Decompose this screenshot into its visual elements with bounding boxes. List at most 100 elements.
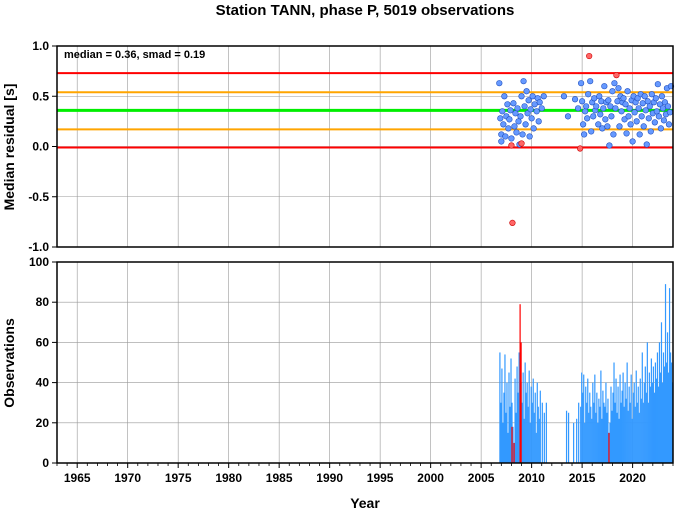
data-point [595, 121, 602, 128]
observation-bar [605, 382, 607, 463]
data-point [646, 103, 653, 110]
observation-bar [595, 412, 597, 463]
observation-bar [592, 382, 594, 463]
observation-bar [593, 402, 595, 463]
x-tick-label: 1985 [266, 471, 293, 485]
observation-bar [510, 358, 512, 463]
observation-bar [625, 398, 627, 463]
data-point [620, 95, 627, 102]
x-tick-label: 2010 [518, 471, 545, 485]
data-point [580, 121, 587, 128]
observation-bar [526, 382, 528, 463]
observation-bar [606, 412, 608, 463]
observation-bar [530, 386, 532, 463]
y-tick-label: 20 [36, 416, 50, 430]
observation-bar [600, 370, 602, 463]
observation-bar [617, 386, 619, 463]
observation-bar [587, 378, 589, 463]
data-point [578, 80, 585, 87]
x-tick-label: 1965 [64, 471, 91, 485]
observation-bar [531, 402, 533, 463]
observation-bar [618, 418, 620, 463]
data-point [498, 138, 505, 145]
y-tick-label: 80 [36, 295, 50, 309]
observation-bar [616, 412, 618, 463]
data-point [518, 93, 525, 100]
observation-bar [619, 374, 621, 463]
data-point [609, 88, 616, 95]
observation-bar [610, 386, 612, 463]
data-point [602, 116, 609, 123]
x-tick-label: 1975 [165, 471, 192, 485]
y-tick-label: 1.0 [32, 39, 49, 53]
observation-bar [648, 372, 650, 463]
observation-bar [538, 418, 540, 463]
observation-bar [670, 362, 673, 463]
x-tick-label: 2015 [569, 471, 596, 485]
data-point [564, 113, 572, 120]
data-point [501, 93, 508, 100]
data-point [530, 125, 537, 132]
observation-bar [591, 418, 593, 463]
observation-bar [656, 352, 659, 463]
observation-bar [539, 390, 541, 463]
observation-bar [627, 410, 629, 463]
observation-bar [667, 372, 670, 463]
observation-bar [509, 406, 511, 463]
x-tick-label: 2005 [468, 471, 495, 485]
data-point [629, 138, 636, 145]
observation-bar [653, 392, 656, 463]
observation-bar [597, 422, 599, 463]
observations-y-axis-label: Observations [1, 318, 17, 408]
observation-bar [604, 406, 606, 463]
observation-bar [629, 402, 631, 463]
data-point [642, 107, 649, 114]
observation-bar [662, 352, 665, 463]
observation-bar [508, 372, 510, 463]
observation-bar [641, 352, 643, 463]
observation-bar [611, 410, 613, 463]
observation-bar [524, 362, 526, 463]
observation-bar [567, 412, 570, 463]
data-point [660, 117, 668, 124]
observation-bar [666, 332, 669, 463]
data-point [605, 97, 612, 104]
observation-bar [535, 432, 537, 463]
data-point [585, 91, 592, 98]
observation-bar [632, 392, 634, 463]
data-point [540, 93, 547, 100]
observation-bar [506, 382, 508, 463]
data-point [616, 123, 623, 130]
observation-bar [658, 342, 661, 463]
data-point [597, 111, 604, 118]
data-point [612, 105, 619, 112]
y-tick-label: 0.5 [32, 89, 49, 103]
data-point [664, 103, 672, 110]
observation-bar [620, 402, 622, 463]
observation-bar-outlier [519, 304, 521, 463]
data-point [611, 80, 618, 87]
observation-bar [516, 366, 518, 463]
data-point [633, 118, 640, 125]
observation-bar [654, 362, 657, 463]
y-tick-label: 0.0 [32, 140, 49, 154]
observation-bar [622, 372, 624, 463]
data-point [638, 113, 645, 120]
observation-bar [647, 402, 649, 463]
observation-bar [543, 412, 545, 463]
observation-bar [643, 382, 645, 463]
y-tick-label: 40 [36, 376, 50, 390]
observation-bar [502, 422, 504, 463]
data-point [590, 113, 597, 120]
observation-bar [527, 406, 529, 463]
data-point [651, 119, 658, 126]
data-point [627, 121, 634, 128]
data-point [581, 131, 588, 138]
observation-bar [637, 386, 639, 463]
observation-bar [634, 406, 636, 463]
data-point [626, 105, 633, 112]
data-point [624, 88, 631, 95]
data-point [636, 131, 643, 138]
observation-bar [636, 402, 638, 463]
observation-bar [607, 398, 609, 463]
